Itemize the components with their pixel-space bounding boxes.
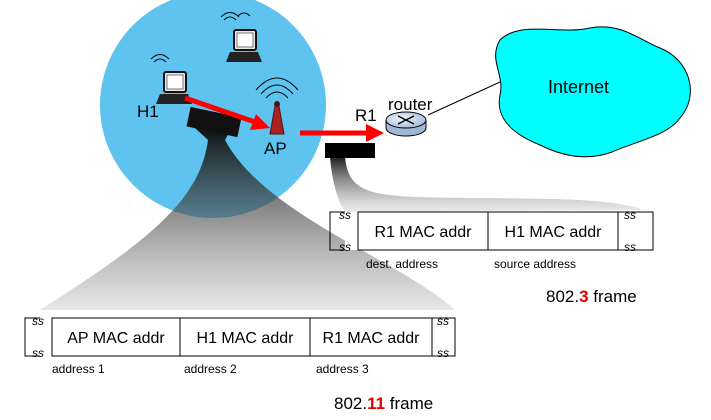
frame-8023-field: R1 MAC addr <box>375 224 473 241</box>
frame-8023-field: H1 MAC addr <box>505 224 603 241</box>
cloud-icon <box>495 26 691 158</box>
frame-80211-field: R1 MAC addr <box>323 330 421 347</box>
arrow-h1-ap <box>184 95 256 125</box>
frame-8023-caption: source address <box>494 257 576 271</box>
arrow-ap-router-head <box>366 124 384 142</box>
frame-80211-title: 802.11 frame <box>334 394 433 413</box>
cone-80211 <box>40 118 455 310</box>
frame-80211-field: H1 MAC addr <box>197 330 295 347</box>
frame-8023-right-bracket <box>618 211 654 251</box>
link-break-icon: ss <box>437 346 449 360</box>
link-break-icon: ss <box>624 208 636 222</box>
link-break-icon: ss <box>32 346 44 360</box>
label-h1: H1 <box>137 102 159 121</box>
laptop-icon <box>150 54 192 104</box>
link-break-icon: ss <box>339 240 351 254</box>
frame-8023: ss ss ss ss R1 MAC addr H1 MAC addr dest… <box>329 208 654 306</box>
frame-80211-bg <box>40 318 455 356</box>
link-break-icon: ss <box>624 240 636 254</box>
frame-80211-caption: address 3 <box>316 362 369 376</box>
link-break-icon: ss <box>32 314 44 328</box>
frame-80211-field: AP MAC addr <box>67 330 165 347</box>
link-break-icon: ss <box>437 314 449 328</box>
frame-80211-right-bracket <box>432 317 456 357</box>
frame-8023-title: 802.3 frame <box>546 287 637 306</box>
arrow-h1-ap-head <box>250 114 270 130</box>
frame-80211-left-bracket <box>24 317 40 357</box>
label-ap: AP <box>264 139 287 158</box>
antenna-icon <box>255 77 299 135</box>
frame-80211-caption: address 1 <box>52 362 105 376</box>
frame-8023-bg <box>345 212 645 250</box>
router-internet-link <box>427 81 501 116</box>
laptop-icon <box>220 12 262 62</box>
link-break-icon: ss <box>339 208 351 222</box>
frame-8023-caption: dest. address <box>366 257 438 271</box>
frame-80211: ss ss ss ss AP MAC addr H1 MAC addr R1 M… <box>24 314 456 413</box>
label-r1: R1 <box>355 106 377 125</box>
label-router: router <box>388 95 433 114</box>
router-icon <box>385 111 427 137</box>
frame-8023-marker <box>325 143 375 158</box>
frame-80211-marker <box>186 106 242 138</box>
frame-8023-left-bracket <box>329 211 345 251</box>
cone-8023 <box>330 157 645 212</box>
label-internet: Internet <box>548 77 609 97</box>
frame-80211-caption: address 2 <box>184 362 237 376</box>
